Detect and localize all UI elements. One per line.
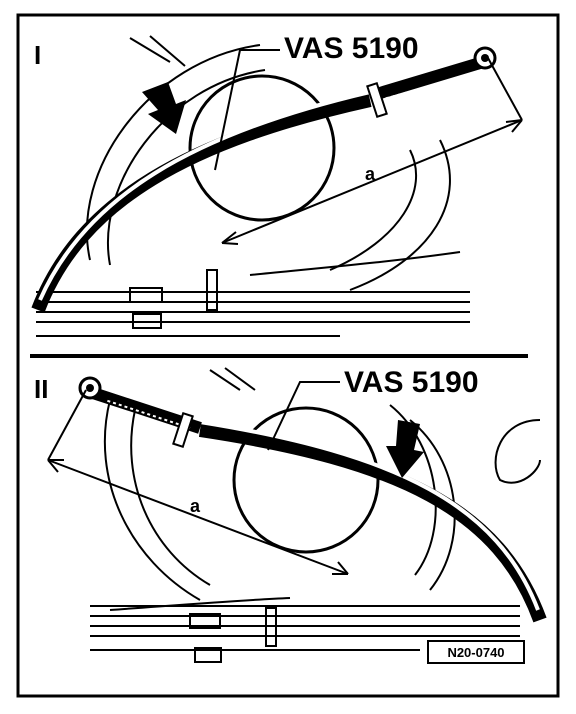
panel-i: I xyxy=(31,32,523,337)
indicator-arrow xyxy=(142,82,186,134)
indicator-arrow xyxy=(386,420,424,478)
panel-i-number: I xyxy=(34,40,41,70)
brake-line xyxy=(249,251,461,276)
dimension-a-label: a xyxy=(190,496,201,516)
dimension-a xyxy=(47,389,349,575)
u-bolt xyxy=(129,269,218,329)
wheel-hub xyxy=(232,406,380,554)
u-bolt xyxy=(189,607,277,663)
tool-label: VAS 5190 xyxy=(284,32,419,65)
reference-code: N20-0740 xyxy=(447,645,504,660)
spring-compressor xyxy=(78,376,547,623)
brake-drum-outline xyxy=(85,35,451,291)
tool-label: VAS 5190 xyxy=(344,366,479,399)
panel-ii: II xyxy=(34,366,547,664)
dimension-a-label: a xyxy=(365,164,376,184)
reference-code-box xyxy=(427,640,525,664)
tool-label-leader xyxy=(214,49,280,171)
wheel-hub xyxy=(188,74,336,222)
leaf-spring-stack xyxy=(36,291,470,337)
tool-label-leader xyxy=(267,381,340,451)
panel-ii-number: II xyxy=(34,374,48,404)
spring-compressor xyxy=(31,46,497,313)
brake-line xyxy=(109,597,291,611)
dimension-a xyxy=(221,57,523,245)
figure-frame xyxy=(16,13,560,698)
